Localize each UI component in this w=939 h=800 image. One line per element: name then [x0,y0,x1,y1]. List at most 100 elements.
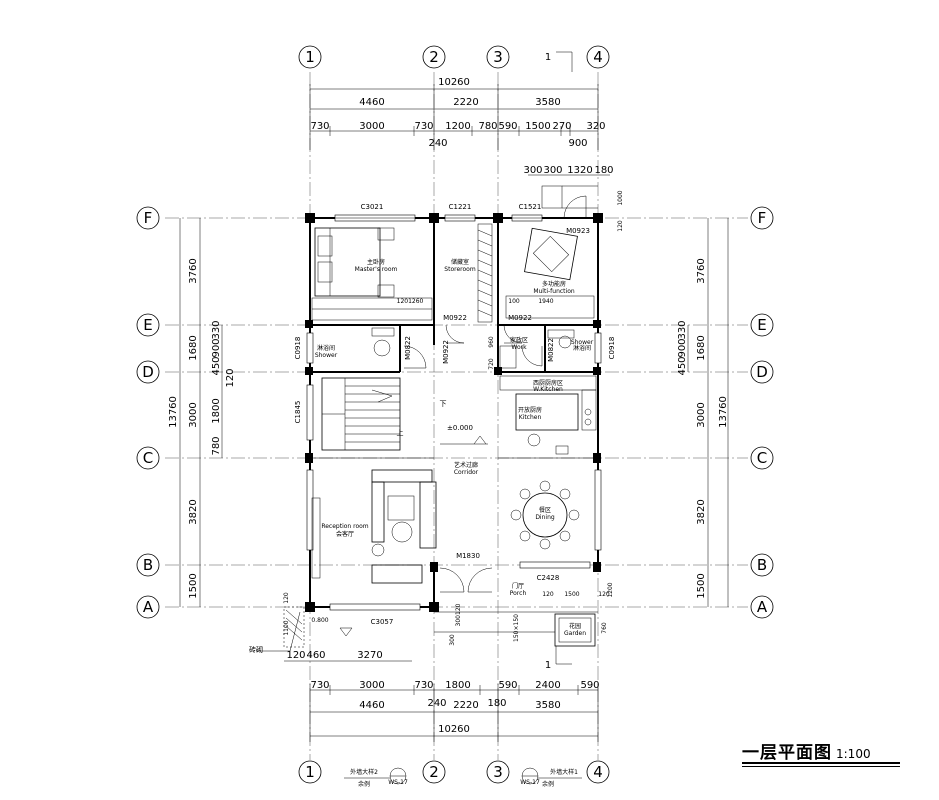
callout-left-sheet: WS-17 [388,779,408,786]
note-dim: 960 [488,336,495,348]
dim-sub-top: 900 [568,138,587,149]
bathroom-fixtures [371,327,575,369]
dim-total-top: 10260 [438,77,470,88]
tag-m0922: M0922 [508,314,532,322]
note-dim: 120 [283,592,290,604]
tag-m0922: M0922 [442,340,450,364]
room-store-en: Storeroom [444,266,476,273]
room-shower1-en: Shower [315,352,338,359]
axis-label: 2 [429,48,439,66]
axis-bubbles-left: F E D C B A [136,206,160,619]
axis-bubbles-top: 1 2 3 4 [298,45,610,69]
axis-label: C [757,449,767,467]
axis-label: F [144,209,153,227]
room-wk-cn: 西厨厨房区 [533,379,563,387]
master-bed [314,227,395,298]
bottom-dimensions: 730 3000 730 1800 590 2400 590 240 180 4… [284,650,600,742]
section-mark: 1 [545,52,551,63]
note-dim: 300120 [455,603,462,626]
floor-elevation: ±0.000 [447,424,473,432]
stair-down-label: 下 [440,400,447,408]
room-shower2-en: Shower [571,339,594,346]
axis-label: 3 [493,763,503,781]
dining-table [510,480,580,550]
dim-detail-right: 900 [677,338,688,357]
room-dining-cn: 餐区 [539,506,551,514]
note-dim: 120 [542,591,554,598]
dim-bay-right: 3760 [696,258,707,283]
dim-bay-left: 3820 [188,499,199,524]
detail-callout-right: 外墙大样1 余例 WS-17 [520,767,582,788]
dim-detail-top: 3000 [359,121,384,132]
porch-and-garden [256,51,598,665]
axis-label: E [757,316,766,334]
dim-total-left: 13760 [168,396,179,428]
top-dimensions: 10260 4460 2220 3580 730 3000 730 1200 7… [309,77,614,176]
tag-c0918: C0918 [608,337,616,360]
dim-sub-bottom: 240 [427,698,446,709]
note-dim: 300 [449,634,456,646]
room-dining-en: Dining [535,514,555,521]
callout-right-sheet: WS-17 [520,779,540,786]
title-underline [742,762,900,764]
tag-m0923: M0923 [566,227,590,235]
room-master-cn: 主卧房 [367,258,385,266]
dim-apron: 3270 [357,650,382,661]
axis-label: C [143,449,153,467]
storeroom-shelving [477,223,493,323]
dim-bay-top: 3580 [535,97,560,108]
right-dimensions: 13760 3760 1680 3000 3820 1500 330 900 4… [677,218,729,607]
note-dim: 720 [488,358,495,370]
axis-label: 2 [429,763,439,781]
room-porch-cn: 门厅 [512,582,524,590]
room-corr-cn: 艺术过廊 [454,461,478,469]
room-recep-en: Reception room [321,523,368,530]
axis-label: B [143,556,153,574]
dim-stair-top: 180 [594,165,613,176]
room-labels: 主卧房 Master's room 储藏室 Storeroom 多功能房 Mul… [315,258,594,637]
dim-total-bottom: 10260 [438,724,470,735]
tag-c3057: C3057 [371,618,394,626]
dim-detail-top: 1200 [445,121,470,132]
tag-m0922: M0922 [443,314,467,322]
note-dim: 1500 [564,591,579,598]
room-shower2-cn: 淋浴间 [573,344,591,352]
note-dim: 1100 [283,620,290,635]
dim-detail-top: 590 [498,121,517,132]
axis-label: F [758,209,767,227]
dim-detail-bottom: 3000 [359,680,384,691]
opening-tags: C3021 C1221 C1521 M0923 M0922 M0922 M092… [249,52,624,671]
dim-sub-bottom: 180 [487,698,506,709]
dim-detail-top: 730 [310,121,329,132]
axis-label: D [142,363,154,381]
multifunction-table [505,227,595,319]
axis-label: A [757,598,768,616]
dim-bay-left: 1500 [188,573,199,598]
note-dim: 1200 [607,582,614,597]
dim-bay-top: 4460 [359,97,384,108]
dim-bay-right: 1500 [696,573,707,598]
note-dim: 120 [598,591,610,598]
tag-c1221: C1221 [449,203,472,211]
note-dim: 1940 [538,298,553,305]
tag-c1845: C1845 [294,401,302,424]
left-dimensions: 13760 3760 1680 3000 3820 1500 330 900 4… [168,218,236,607]
note-sill: 砖砌 [249,645,263,654]
room-shower1-cn: 淋浴间 [317,344,335,352]
room-work-cn: 家政区 [510,336,528,344]
dim-stair-top: 1320 [567,165,592,176]
tag-c3021: C3021 [361,203,384,211]
wardrobe [311,297,433,321]
doors [403,195,587,593]
dim-bay-bottom: 3580 [535,700,560,711]
callout-left-title: 外墙大样2 [350,768,378,776]
axis-label: D [756,363,768,381]
dim-bay-right: 1680 [696,335,707,360]
axis-label: B [757,556,767,574]
axis-label: 1 [305,763,315,781]
dim-detail-left: 330 [211,320,222,339]
dim-bay-left: 3000 [188,402,199,427]
tag-m1830: M1830 [456,552,480,560]
note-dim: 100 [508,298,520,305]
windows [306,214,602,611]
